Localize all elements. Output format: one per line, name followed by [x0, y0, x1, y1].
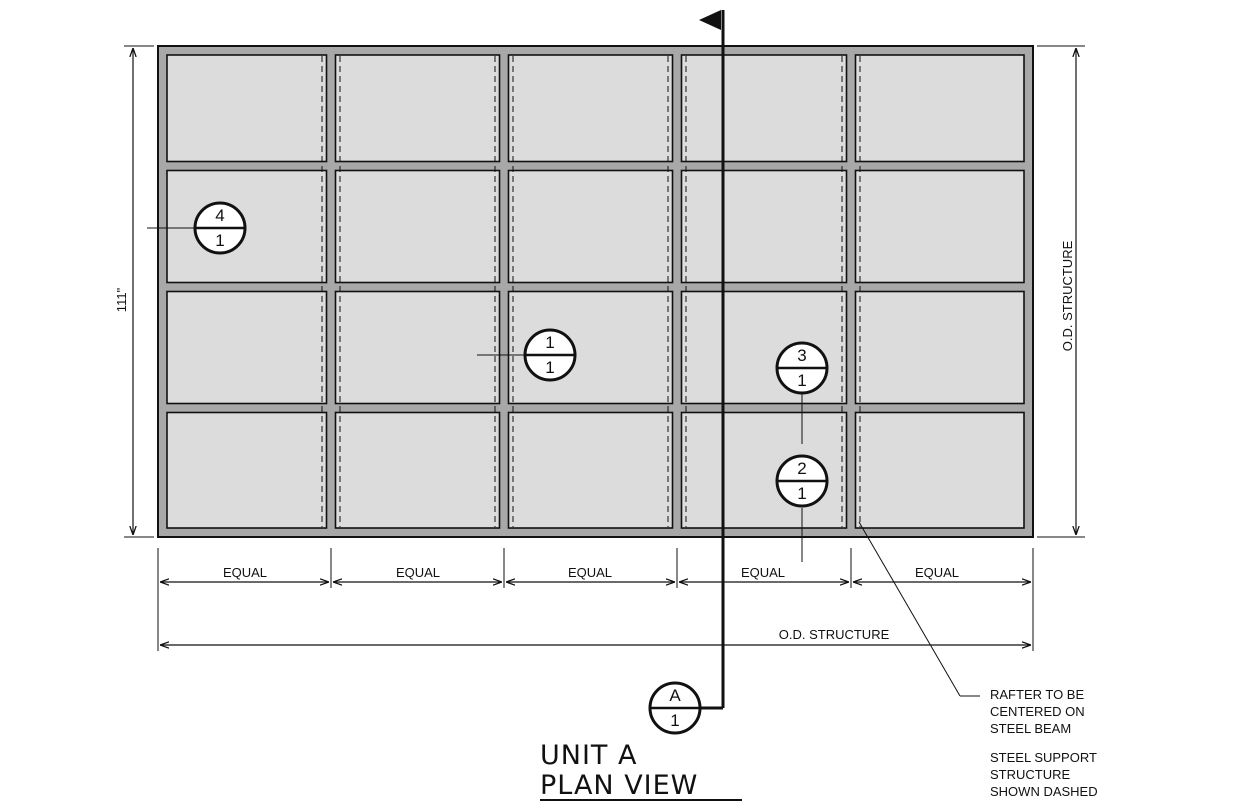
glazing-panel	[334, 169, 501, 284]
callout-2-1-top: 2	[797, 459, 806, 478]
callout-3-1-bottom: 1	[797, 371, 806, 390]
glazing-panel	[334, 54, 501, 163]
callout-3-1-top: 3	[797, 346, 806, 365]
callout-4-1-bottom: 1	[215, 231, 224, 250]
equal-label-1: EQUAL	[223, 565, 267, 580]
title-line-2: PLAN VIEW	[540, 770, 698, 801]
steel-support-dashed-lines	[321, 56, 861, 527]
glazing-panel	[680, 169, 848, 284]
glazing-panel	[166, 411, 328, 529]
callout-2-1: 2 1	[775, 454, 829, 508]
glazing-panel	[507, 54, 674, 163]
height-dimension-label: 111"	[114, 287, 129, 312]
callout-1-1-top: 1	[545, 333, 554, 352]
glazing-panel	[680, 54, 848, 163]
glazing-panel	[334, 411, 501, 529]
title-line-1: UNIT A	[540, 740, 637, 771]
equal-label-5: EQUAL	[915, 565, 959, 580]
glazing-panel	[166, 54, 328, 163]
glazing-panel	[166, 290, 328, 405]
equal-label-4: EQUAL	[741, 565, 785, 580]
glazing-panel	[854, 290, 1025, 405]
section-callout-a-1-top: A	[669, 686, 681, 705]
equal-dimension-string: EQUAL EQUAL EQUAL EQUAL EQUAL	[157, 548, 1034, 651]
glazing-panel	[854, 54, 1025, 163]
callout-4-1: 4 1	[193, 201, 247, 255]
rafter-note: RAFTER TO BE CENTERED ON STEEL BEAM	[990, 687, 1085, 736]
steel-note-line-2: STRUCTURE	[990, 767, 1070, 782]
callout-1-1: 1 1	[523, 328, 577, 382]
equal-label-3: EQUAL	[568, 565, 612, 580]
glazing-panel	[680, 290, 848, 405]
steel-support-note: STEEL SUPPORT STRUCTURE SHOWN DASHED	[990, 750, 1098, 799]
glazing-panel	[334, 290, 501, 405]
callout-2-1-bottom: 1	[797, 484, 806, 503]
glazing-panels	[166, 54, 1025, 529]
callout-3-1: 3 1	[775, 341, 829, 395]
glazing-panel	[854, 169, 1025, 284]
glazing-panel	[854, 411, 1025, 529]
steel-note-line-3: SHOWN DASHED	[990, 784, 1098, 799]
right-od-dimension-label: O.D. STRUCTURE	[1060, 240, 1075, 351]
rafter-note-line-2: CENTERED ON	[990, 704, 1085, 719]
bottom-od-dimension-label: O.D. STRUCTURE	[779, 627, 890, 642]
callout-1-1-bottom: 1	[545, 358, 554, 377]
section-callout-a-1: A 1	[648, 681, 702, 735]
height-dimension: 111"	[114, 45, 154, 538]
glazing-panel	[166, 169, 328, 284]
drawing-title: UNIT A PLAN VIEW	[540, 740, 742, 801]
rafter-note-line-1: RAFTER TO BE	[990, 687, 1084, 702]
right-od-dimension: O.D. STRUCTURE	[1037, 45, 1085, 538]
leader-lines	[147, 227, 980, 697]
section-cut-line	[699, 10, 725, 710]
callout-4-1-top: 4	[215, 206, 224, 225]
section-flag-icon	[699, 10, 721, 30]
section-callout-a-1-bottom: 1	[670, 711, 679, 730]
glazing-panel	[507, 411, 674, 529]
rafter-note-line-3: STEEL BEAM	[990, 721, 1071, 736]
bottom-od-dimension: O.D. STRUCTURE	[160, 627, 1031, 645]
steel-note-line-1: STEEL SUPPORT	[990, 750, 1097, 765]
equal-label-2: EQUAL	[396, 565, 440, 580]
glazing-panel	[507, 169, 674, 284]
